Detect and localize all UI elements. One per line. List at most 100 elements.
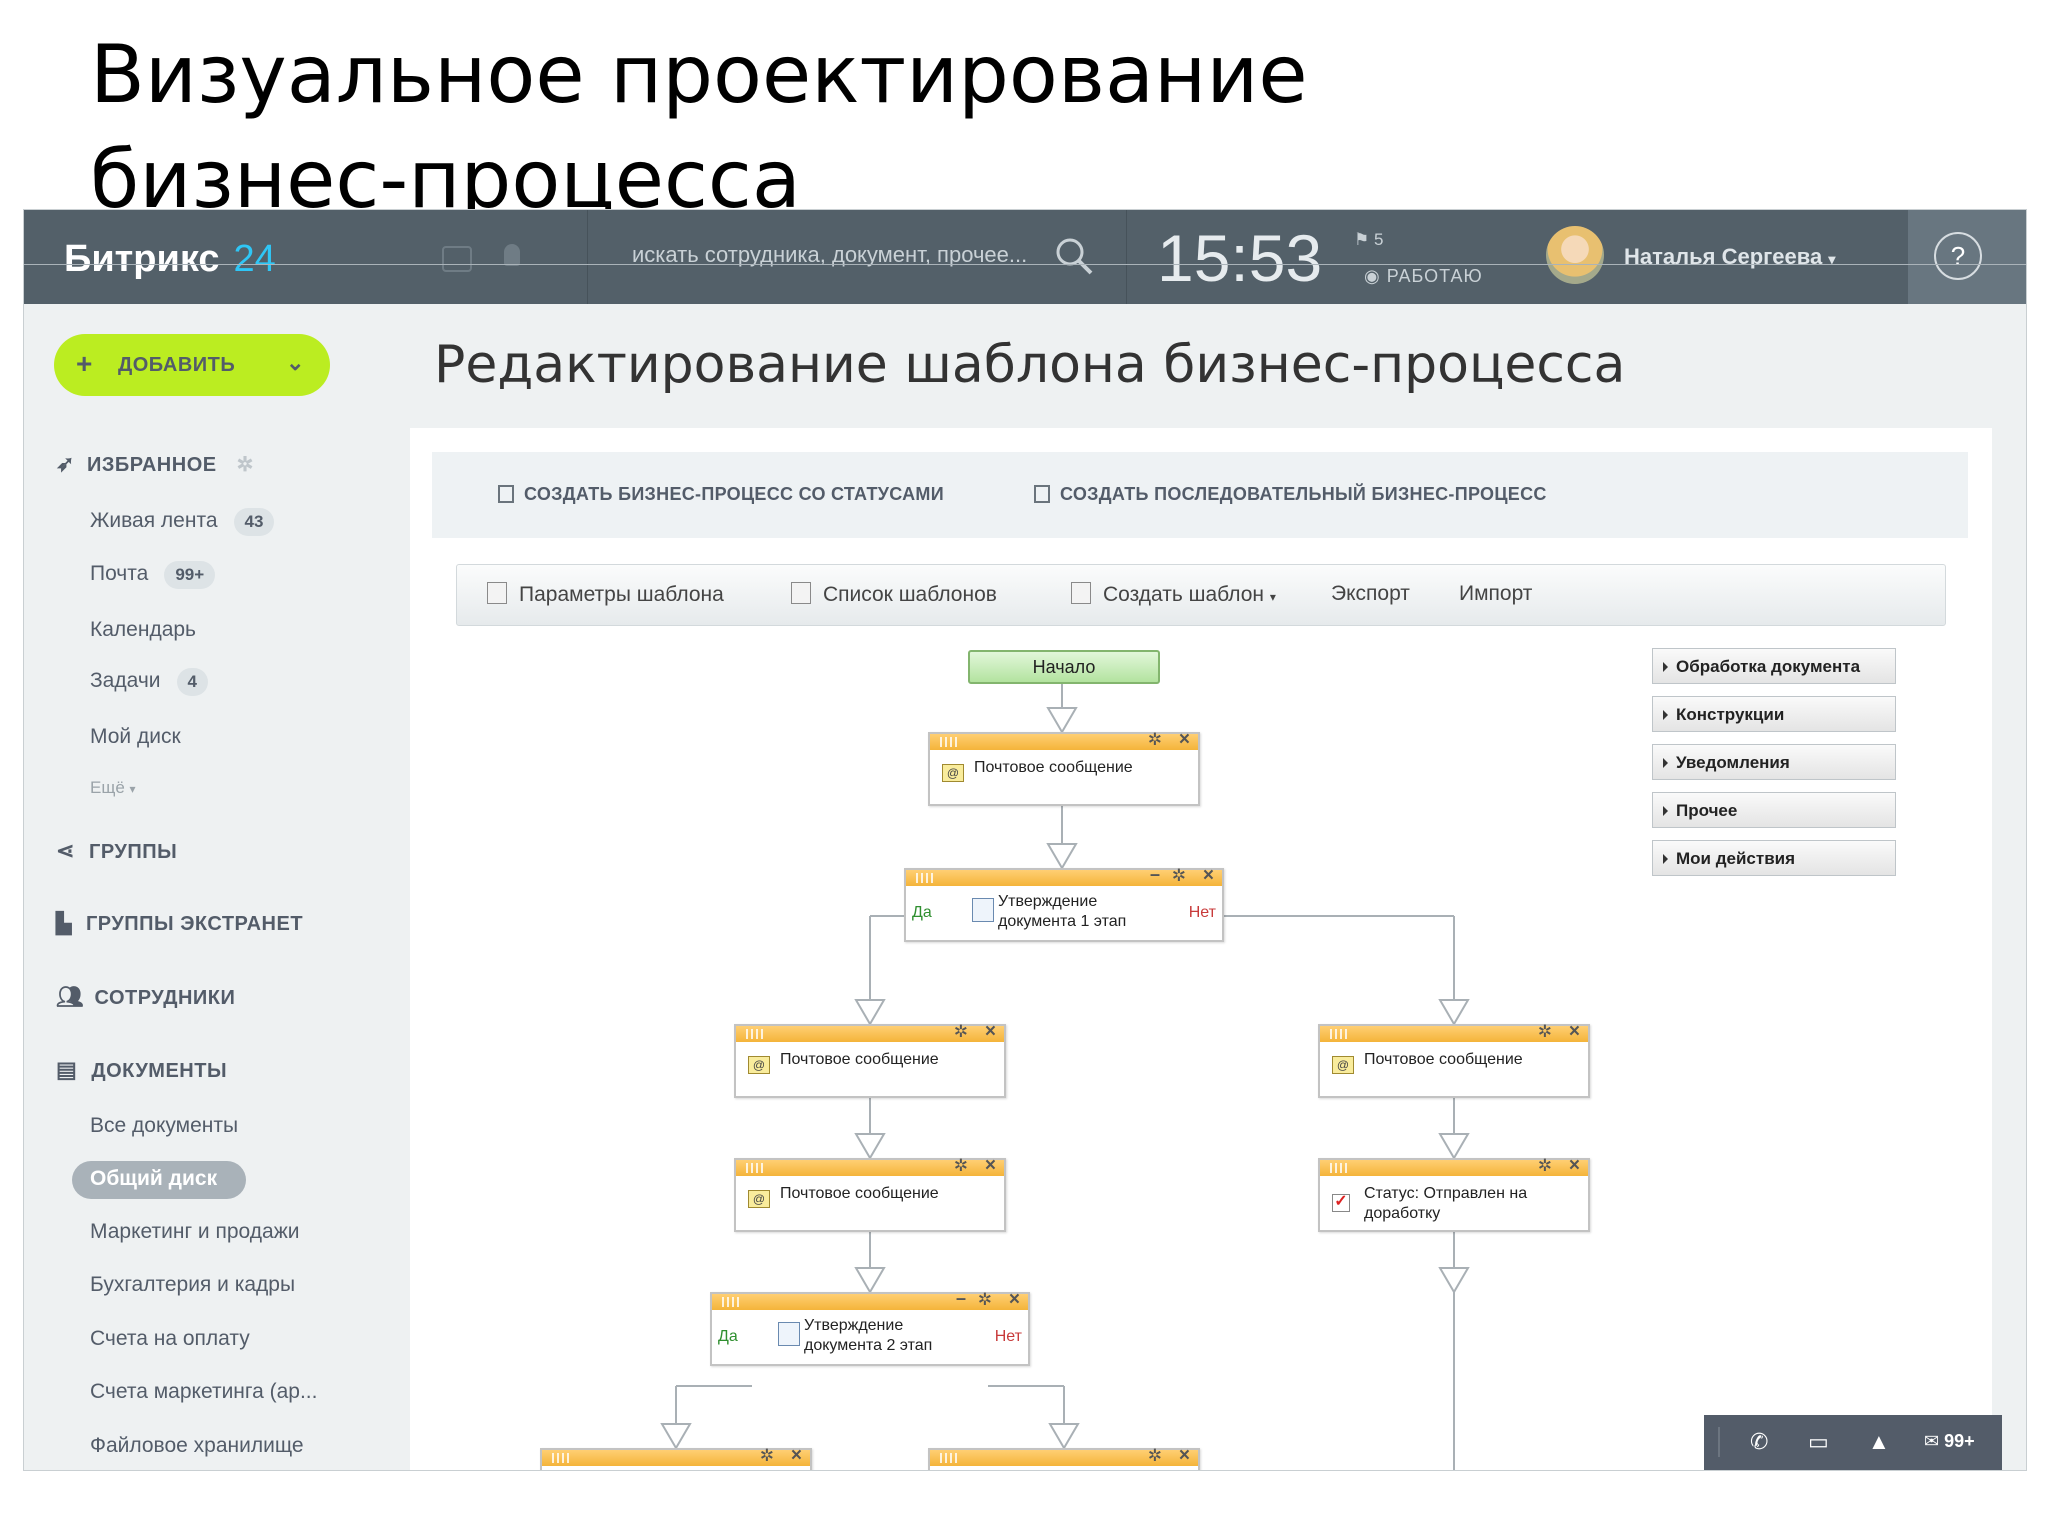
create-status-bp-button[interactable]: СОЗДАТЬ БИЗНЕС-ПРОЦЕСС СО СТАТУСАМИ bbox=[498, 484, 944, 505]
palette-document-processing[interactable]: Обработка документа bbox=[1652, 648, 1896, 684]
chat-icon[interactable]: ▭ bbox=[1808, 1429, 1829, 1454]
gear-icon[interactable]: ✲ bbox=[977, 1290, 992, 1309]
node-label: Почтовое сообщение bbox=[1364, 1051, 1523, 1068]
new-doc-icon bbox=[1071, 582, 1091, 604]
close-icon[interactable]: × bbox=[984, 1021, 996, 1042]
sidebar-item-invoices[interactable]: Счета на оплату bbox=[90, 1327, 250, 1350]
close-icon[interactable]: × bbox=[1568, 1021, 1580, 1042]
flag-counter[interactable]: ⚑ 5 bbox=[1354, 230, 1383, 250]
activity-node-partial[interactable]: ✲× bbox=[540, 1445, 812, 1470]
sidebar-item-calendar[interactable]: Календарь bbox=[90, 618, 196, 642]
add-button[interactable]: + ДОБАВИТЬ ⌄ bbox=[54, 334, 330, 396]
slide-title-line1: Визуальное проектирование bbox=[90, 28, 1308, 121]
close-icon[interactable]: × bbox=[1568, 1155, 1580, 1176]
minimize-icon[interactable]: – bbox=[955, 1288, 966, 1308]
sidebar-item-marketing[interactable]: Маркетинг и продажи bbox=[90, 1220, 300, 1243]
minimize-icon[interactable]: – bbox=[1149, 864, 1160, 884]
sidebar-more[interactable]: Ещё ▾ bbox=[90, 778, 136, 798]
close-icon[interactable]: × bbox=[1178, 1445, 1190, 1466]
gear-icon[interactable]: ✲ bbox=[1147, 730, 1162, 749]
palette-notifications[interactable]: Уведомления bbox=[1652, 744, 1896, 780]
gear-icon[interactable]: ✲ bbox=[1537, 1022, 1552, 1041]
caret-right-icon bbox=[1663, 758, 1668, 768]
sidebar-item-my-drive[interactable]: Мой диск bbox=[90, 725, 181, 749]
create-template-button[interactable]: Создать шаблон ▾ bbox=[1071, 582, 1276, 607]
close-icon[interactable]: × bbox=[790, 1445, 802, 1466]
mail-activity-node[interactable]: ✲× @ Почтовое сообщение bbox=[734, 1021, 1006, 1098]
gear-icon[interactable]: ✲ bbox=[953, 1022, 968, 1041]
create-sequential-bp-button[interactable]: СОЗДАТЬ ПОСЛЕДОВАТЕЛЬНЫЙ БИЗНЕС-ПРОЦЕСС bbox=[1034, 484, 1547, 505]
sidebar-employees[interactable]: 👥︎ СОТРУДНИКИ bbox=[56, 984, 235, 1010]
sidebar-item-shared-drive[interactable]: Общий диск bbox=[90, 1167, 218, 1190]
mail-activity-node[interactable]: ✲× @ Почтовое сообщение bbox=[928, 729, 1200, 806]
palette-my-actions[interactable]: Мои действия bbox=[1652, 840, 1896, 876]
approval-node-stage1[interactable]: –✲× Да Утверждение документа 1 этап Нет bbox=[904, 864, 1224, 942]
export-button[interactable]: Экспорт bbox=[1331, 582, 1410, 605]
close-icon[interactable]: × bbox=[1202, 865, 1214, 886]
sidebar-groups-extranet[interactable]: ▙ ГРУППЫ ЭКСТРАНЕТ bbox=[56, 911, 303, 936]
close-icon[interactable]: × bbox=[984, 1155, 996, 1176]
grip-icon bbox=[722, 1297, 740, 1307]
approval-node-stage2[interactable]: –✲× Да Утверждение документа 2 этап Нет bbox=[710, 1288, 1030, 1366]
help-panel[interactable]: ? bbox=[1908, 210, 2026, 304]
mail-counter[interactable]: ✉ 99+ bbox=[1924, 1431, 1975, 1452]
sidebar-item-file-storage[interactable]: Файловое хранилище bbox=[90, 1434, 304, 1457]
pin-icon: ➶ bbox=[56, 451, 75, 476]
sidebar-favorites[interactable]: ➶ ИЗБРАННОЕ ✲ bbox=[56, 451, 254, 477]
node-header: ✲× bbox=[930, 1445, 1198, 1466]
caret-right-icon bbox=[1663, 710, 1668, 720]
help-icon[interactable]: ? bbox=[1934, 232, 1982, 280]
favorites-label: ИЗБРАННОЕ bbox=[87, 454, 217, 476]
template-params-button[interactable]: Параметры шаблона bbox=[487, 582, 724, 607]
sidebar-groups[interactable]: ⋖ ГРУППЫ bbox=[56, 838, 177, 864]
bell-icon[interactable] bbox=[504, 244, 520, 266]
sidebar-documents[interactable]: ▤ ДОКУМЕНТЫ bbox=[56, 1057, 227, 1083]
gear-icon[interactable]: ✲ bbox=[236, 454, 254, 476]
search-icon[interactable] bbox=[1054, 236, 1094, 276]
phone-icon[interactable]: ✆ bbox=[1750, 1429, 1769, 1454]
palette-other[interactable]: Прочее bbox=[1652, 792, 1896, 828]
bell-icon[interactable]: ▲ bbox=[1868, 1429, 1890, 1454]
users-icon: 👥︎ bbox=[56, 984, 85, 1009]
search-input[interactable]: искать сотрудника, документ, прочее... bbox=[632, 242, 1028, 267]
sidebar-item-label: Почта bbox=[90, 562, 149, 585]
clock[interactable]: 15:53 bbox=[1157, 221, 1323, 295]
sidebar-item-label: Мой диск bbox=[90, 725, 181, 748]
gear-icon[interactable]: ✲ bbox=[1537, 1156, 1552, 1175]
counter-badge: 43 bbox=[233, 508, 275, 536]
create-sequential-bp-label: СОЗДАТЬ ПОСЛЕДОВАТЕЛЬНЫЙ БИЗНЕС-ПРОЦЕСС bbox=[1060, 484, 1547, 504]
template-list-button[interactable]: Список шаблонов bbox=[791, 582, 997, 607]
mail-activity-node[interactable]: ✲× @ Почтовое сообщение bbox=[1318, 1021, 1590, 1098]
sidebar-item-accounting[interactable]: Бухгалтерия и кадры bbox=[90, 1273, 296, 1296]
divider bbox=[1126, 210, 1127, 304]
avatar[interactable] bbox=[1546, 226, 1604, 284]
palette-constructions[interactable]: Конструкции bbox=[1652, 696, 1896, 732]
node-header: ✲× bbox=[736, 1021, 1004, 1042]
divider bbox=[587, 210, 588, 304]
gear-icon[interactable]: ✲ bbox=[953, 1156, 968, 1175]
mail-activity-node[interactable]: ✲× @ Почтовое сообщение bbox=[734, 1155, 1006, 1232]
close-icon[interactable]: × bbox=[1178, 729, 1190, 750]
gear-icon[interactable]: ✲ bbox=[1147, 1446, 1162, 1465]
work-status[interactable]: ◉ РАБОТАЮ bbox=[1364, 266, 1483, 287]
activity-node-partial[interactable]: ✲× bbox=[928, 1445, 1200, 1470]
page-title: Редактирование шаблона бизнес-процесса bbox=[434, 335, 1626, 395]
gear-icon[interactable]: ✲ bbox=[1171, 866, 1186, 885]
document-icon: ▤ bbox=[56, 1057, 78, 1082]
start-node[interactable]: Начало bbox=[968, 650, 1160, 684]
close-icon[interactable]: × bbox=[1008, 1289, 1020, 1310]
sidebar-item-all-documents[interactable]: Все документы bbox=[90, 1114, 239, 1137]
gear-icon[interactable]: ✲ bbox=[759, 1446, 774, 1465]
status-activity-node[interactable]: ✲× ✓ Статус: Отправлен на доработку bbox=[1318, 1155, 1590, 1232]
chat-icon[interactable] bbox=[442, 246, 472, 272]
user-menu[interactable]: Наталья Сергеева ▾ bbox=[1624, 244, 1835, 270]
mail-count: 99+ bbox=[1944, 1431, 1975, 1451]
sidebar-item-marketing-invoices[interactable]: Счета маркетинга (ар... bbox=[90, 1380, 318, 1403]
user-name: Наталья Сергеева bbox=[1624, 244, 1823, 269]
import-button[interactable]: Импорт bbox=[1459, 582, 1533, 605]
